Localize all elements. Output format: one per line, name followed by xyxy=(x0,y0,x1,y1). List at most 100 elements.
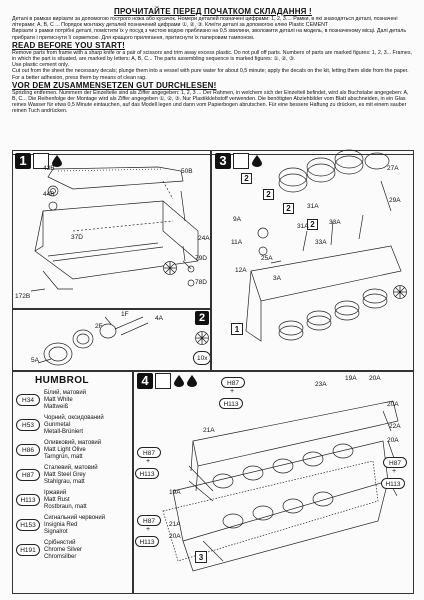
label-4a: 4A xyxy=(155,315,163,322)
label-29a: 29A xyxy=(389,197,401,204)
step-ref-2: 2 xyxy=(241,173,252,184)
drop-icon xyxy=(252,155,262,167)
paint-ref-h87: H87 xyxy=(383,457,407,468)
label-20a: 20A xyxy=(387,437,399,444)
en-text-2: Use plastic cement only. xyxy=(12,62,70,69)
label-2f: 2F xyxy=(95,323,103,330)
ua-text-1: Деталі в рамках вирізати за допомогою го… xyxy=(12,16,398,29)
label-50b: 50B xyxy=(181,168,193,175)
en-title: READ BEFORE YOU START! xyxy=(12,40,125,50)
track-drawing xyxy=(162,400,399,572)
step-1-panel: 1 43B 44B xyxy=(12,150,212,310)
asterisk-icon xyxy=(195,331,209,345)
paint-ref-h113: H113 xyxy=(135,468,159,479)
de-text-1: Sprizling entfernen. Nummern der Einzelt… xyxy=(12,89,409,115)
step-2-panel: 4A 1F 2F 5A 2 10x xyxy=(12,308,212,372)
label-79d: 79D xyxy=(195,255,207,262)
paint-code: H113 xyxy=(16,494,40,506)
label-172b: 172B xyxy=(15,293,31,300)
de-title: VOR DEM ZUSAMMENSETZEN GUT DURCHLESEN! xyxy=(12,80,217,90)
wheel-drawing xyxy=(37,316,149,366)
plus-sign: + xyxy=(392,468,397,475)
humbrol-panel xyxy=(12,370,134,594)
label-21a: 21A xyxy=(169,521,181,528)
label-19a: 19A xyxy=(169,489,181,496)
ua-title: ПРОЧИТАЙТЕ ПЕРЕД ПОЧАТКОМ СКЛАДАННЯ ! xyxy=(114,7,312,16)
label-31a: 31A xyxy=(307,203,319,210)
label-33a: 33A xyxy=(315,239,327,246)
suspension-drawing xyxy=(245,149,402,342)
instructions-block: ПРОЧИТАЙТЕ ПЕРЕД ПОЧАТКОМ СКЛАДАННЯ ! Де… xyxy=(12,7,414,155)
paint-ref-h87: H87 xyxy=(137,447,161,458)
label-25a: 25A xyxy=(261,255,273,262)
hull-drawing xyxy=(30,166,199,292)
step-ref-3: 3 xyxy=(195,551,207,563)
label-3a: 3A xyxy=(273,275,281,282)
step-number: 3 xyxy=(215,153,231,169)
label-43b: 43B xyxy=(43,165,55,172)
step-3-panel: 3 2 2 2 2 27A 9A 29A xyxy=(210,149,414,372)
paint-ref-h87: H87 xyxy=(137,515,161,526)
step-ref-2: 2 xyxy=(263,189,274,200)
label-11a: 11A xyxy=(231,239,243,246)
glue-icon xyxy=(233,153,249,169)
step-number: 2 xyxy=(195,311,209,325)
step-4-panel: 4 H87 + H113 23A 19A 20A xyxy=(132,370,414,594)
paint-ref-h113: H113 xyxy=(135,536,159,547)
label-23a: 23A xyxy=(315,381,327,388)
en-text-3: Cut out from the sheet the necessary dec… xyxy=(12,68,409,81)
paint-code: H86 xyxy=(16,444,40,456)
label-33a: 33A xyxy=(329,219,341,226)
paint-code: H153 xyxy=(16,519,40,531)
paint-code: H53 xyxy=(16,419,40,431)
label-37d: 37D xyxy=(71,234,83,241)
step-ref-1: 1 xyxy=(231,323,243,335)
label-5a: 5A xyxy=(31,357,39,364)
label-19a: 19A xyxy=(345,375,357,382)
drop-icon xyxy=(52,155,62,167)
quantity-badge: 10x xyxy=(193,351,212,365)
drop-icon xyxy=(187,375,197,387)
label-21a: 21A xyxy=(203,427,215,434)
plus-sign: + xyxy=(230,388,235,395)
paint-code: H34 xyxy=(16,394,40,406)
step-number: 1 xyxy=(15,153,31,169)
asterisk-icon xyxy=(163,261,177,275)
label-1f: 1F xyxy=(121,311,129,318)
asterisk-icon xyxy=(393,285,407,299)
paint-code: H87 xyxy=(16,469,40,481)
step-ref-2: 2 xyxy=(307,219,318,230)
label-9a: 9A xyxy=(233,216,241,223)
humbrol-title: HUMBROL xyxy=(35,375,89,386)
label-22a: 22A xyxy=(389,423,401,430)
step-ref-2: 2 xyxy=(283,203,294,214)
label-78d: 78D xyxy=(195,279,207,286)
paint-ref-h87: H87 xyxy=(221,377,245,388)
step-number: 4 xyxy=(137,373,153,389)
en-text-1: Remove parts from frame with a sharp kni… xyxy=(12,49,412,63)
label-20a: 20A xyxy=(169,533,181,540)
label-20a: 20A xyxy=(387,401,399,408)
plus-sign: + xyxy=(146,458,151,465)
label-31a: 31A xyxy=(297,223,309,230)
label-24a: 24A xyxy=(198,235,210,242)
label-27a: 27A xyxy=(387,165,399,172)
glue-icon xyxy=(33,153,49,169)
plus-sign: + xyxy=(146,526,151,533)
drop-icon xyxy=(174,375,184,387)
paint-ref-h113: H113 xyxy=(219,398,243,409)
